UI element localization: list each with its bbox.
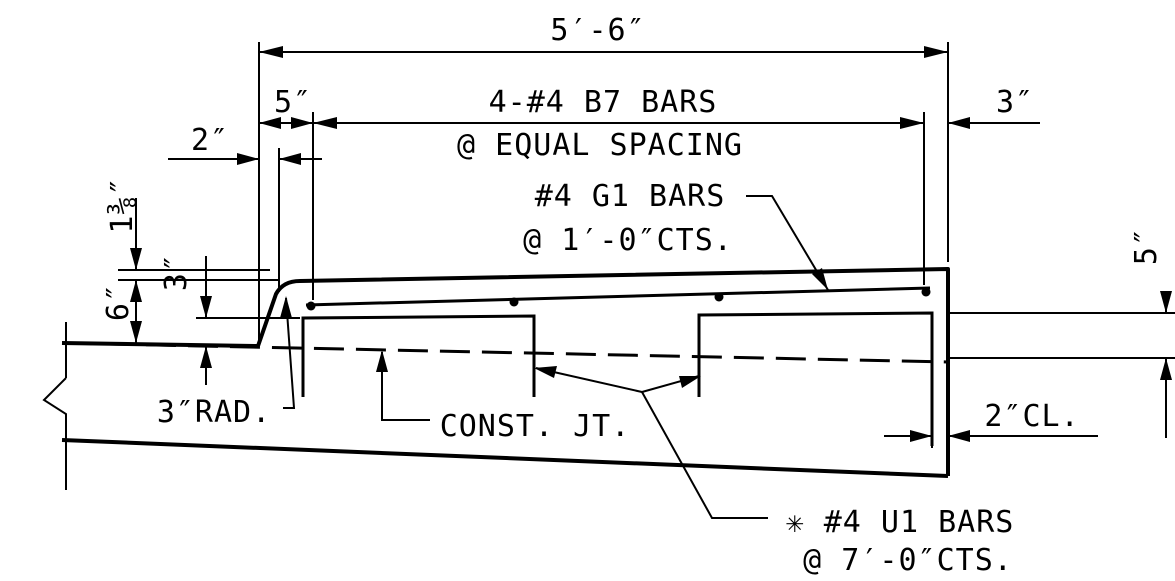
dim-2in-clear bbox=[884, 410, 1098, 448]
label-3in-right: 3″ bbox=[996, 85, 1034, 120]
construction-joint-line bbox=[61, 341, 949, 364]
label-5in-right-vert: 5″ bbox=[1129, 227, 1164, 265]
label-u1-line2: @ 7′-0″CTS. bbox=[803, 543, 1013, 578]
label-radius: 3″RAD. bbox=[157, 395, 271, 430]
g1-rebar bbox=[305, 286, 931, 307]
label-overall-width: 5′-6″ bbox=[550, 13, 645, 48]
bottom-surface bbox=[61, 438, 949, 478]
b7-bar-dot bbox=[921, 287, 931, 297]
dim-b7-spacing bbox=[259, 112, 925, 300]
label-1-3-8: 1⅜″ bbox=[105, 176, 140, 233]
label-g1-line2: @ 1′-0″CTS. bbox=[523, 223, 733, 258]
dim-5in-right-vert bbox=[948, 291, 1175, 438]
b7-bar-dot bbox=[306, 301, 316, 311]
label-6in-vert: 6″ bbox=[101, 283, 136, 321]
label-g1-line1: #4 G1 BARS bbox=[535, 179, 726, 214]
u1-bar-right bbox=[697, 311, 934, 446]
dim-3in-right bbox=[948, 117, 1040, 129]
label-b7-line2: @ EQUAL SPACING bbox=[457, 128, 743, 163]
label-3in-vert: 3″ bbox=[159, 253, 194, 291]
dim-2in-left bbox=[168, 148, 322, 292]
leader-const-jt bbox=[376, 350, 430, 421]
label-2in-left: 2″ bbox=[191, 123, 229, 158]
label-5in-top: 5″ bbox=[274, 85, 312, 120]
leader-g1-bars bbox=[746, 195, 829, 291]
dim-overall-width bbox=[258, 42, 949, 340]
dim-vertical-curb bbox=[118, 198, 300, 385]
label-b7-line1: 4-#4 B7 BARS bbox=[489, 85, 718, 120]
curb-top-surface bbox=[256, 267, 950, 476]
u1-bars bbox=[301, 311, 934, 446]
label-u1-line1: ✳ #4 U1 BARS bbox=[786, 505, 1015, 540]
u1-bar-left bbox=[301, 314, 536, 397]
b7-bar-dot bbox=[509, 297, 519, 307]
leader-u1-bars bbox=[534, 366, 768, 519]
b7-bar-dot bbox=[714, 292, 724, 302]
b7-bars bbox=[306, 287, 931, 311]
label-clear-cover: 2″CL. bbox=[984, 399, 1079, 434]
label-const-jt: CONST. JT. bbox=[440, 409, 631, 444]
concrete-outline bbox=[42, 267, 950, 490]
leader-radius bbox=[280, 296, 296, 409]
break-line bbox=[42, 377, 67, 490]
